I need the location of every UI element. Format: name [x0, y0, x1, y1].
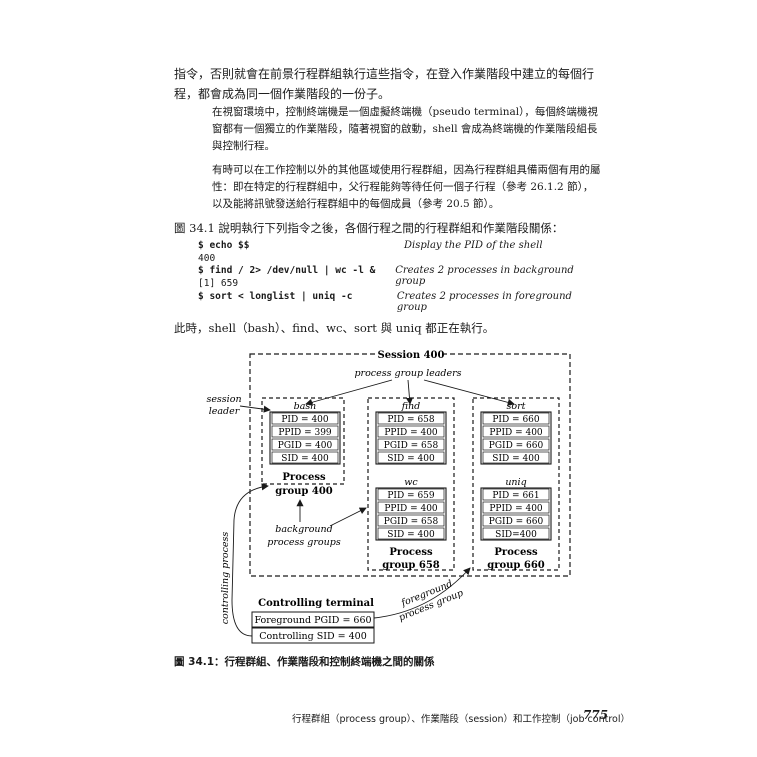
code-line: $ echo $$ Display the PID of the shell	[198, 240, 598, 253]
code-line: 400	[198, 253, 598, 266]
process-field-box	[377, 514, 445, 527]
group-658-label-2: group 658	[382, 560, 440, 571]
note-process-group-uses: 有時可以在工作控制以外的其他區域使用行程群組，因為行程群組具備兩個有用的屬性：即…	[212, 164, 601, 210]
process-field-box	[482, 412, 550, 425]
process-field-box	[482, 527, 550, 540]
process-field: PID = 661	[492, 491, 539, 501]
process-field: SID = 400	[281, 454, 329, 464]
process-name-find: find	[401, 401, 421, 412]
code-command: 400	[198, 252, 216, 264]
code-comment: Display the PID of the shell	[404, 240, 543, 251]
pg-leaders-label: process group leaders	[354, 368, 461, 379]
paragraph-intro: 指令，否則就會在前景行程群組執行這些指令，在登入作業階段中建立的每個行程，都會成…	[174, 67, 595, 101]
process-field-box	[482, 501, 550, 514]
process-box-uniq	[480, 487, 552, 541]
terminal-ctl-sid: Controlling SID = 400	[259, 631, 367, 642]
process-field-box	[377, 425, 445, 438]
process-field-box	[377, 488, 445, 501]
page-footer: 行程群組（process group）、作業階段（session）和工作控制（j…	[292, 714, 630, 725]
process-field: SID = 400	[387, 530, 435, 540]
process-name-wc: wc	[404, 477, 418, 488]
process-name-sort: sort	[507, 401, 526, 412]
process-field: SID = 400	[492, 454, 540, 464]
session-label: Session 400	[378, 350, 445, 361]
process-field: PPID = 399	[278, 428, 332, 438]
process-box-bash	[269, 411, 341, 465]
code-line: $ find / 2> /dev/null | wc -l & Creates 2…	[198, 265, 598, 288]
note-pseudo-terminal: 在視窗環境中，控制終端機是一個虛擬終端機（pseudo terminal），每個…	[212, 106, 598, 152]
process-field: PID = 400	[281, 415, 329, 425]
terminal-fg-pgid-box	[251, 611, 375, 628]
process-field: PID = 658	[387, 415, 435, 425]
process-field-box	[377, 451, 445, 464]
process-field-box	[377, 527, 445, 540]
group-658-label-1: Process	[389, 547, 433, 558]
process-field: PPID = 400	[489, 428, 543, 438]
process-field-box	[482, 514, 550, 527]
process-field: PGID = 658	[384, 517, 439, 527]
code-command: $ echo $$	[198, 240, 250, 251]
process-box-wc	[375, 487, 447, 541]
paragraph-figure-ref: 圖 34.1 說明執行下列指令之後，各個行程之間的行程群組和作業階段關係：	[174, 221, 564, 235]
process-field-box	[377, 412, 445, 425]
code-comment: Creates 2 processes in foreground group	[396, 290, 572, 313]
process-field-box	[482, 425, 550, 438]
bg-groups-label-1: background	[275, 524, 332, 535]
process-field: PPID = 400	[384, 428, 438, 438]
process-field-box	[482, 438, 550, 451]
group-660-label-2: group 660	[487, 560, 545, 571]
session-leader-label-1: session	[206, 394, 241, 405]
group-400-label-2: group 400	[275, 486, 333, 497]
paragraph-running: 此時，shell（bash）、find、wc、sort 與 uniq 都正在執行…	[174, 321, 495, 335]
process-field: SID=400	[495, 530, 537, 540]
session-leader-label-2: leader	[209, 406, 241, 417]
process-field-box	[271, 438, 339, 451]
code-command: $ sort < longlist | uniq -c	[198, 290, 353, 302]
page-number: 775	[583, 708, 609, 722]
code-line: $ sort < longlist | uniq -c Creates 2 pro…	[198, 290, 598, 313]
process-field-box	[482, 451, 550, 464]
group-400-label-1: Process	[282, 472, 326, 483]
controlling-process-label: controlling process	[220, 532, 231, 625]
process-group-660-box	[472, 397, 560, 571]
process-field: PGID = 400	[278, 441, 333, 451]
code-listing: $ echo $$ Display the PID of the shell 400…	[198, 240, 598, 313]
process-field: PGID = 658	[384, 441, 439, 451]
terminal-fg-pgid: Foreground PGID = 660	[254, 615, 371, 626]
bg-groups-label-2: process groups	[267, 537, 341, 548]
process-field: PGID = 660	[489, 441, 544, 451]
process-field: PPID = 400	[384, 504, 438, 514]
process-field-box	[377, 438, 445, 451]
process-field: SID = 400	[387, 454, 435, 464]
process-field: PID = 660	[492, 415, 540, 425]
process-field-box	[482, 488, 550, 501]
process-field: PID = 659	[387, 491, 435, 501]
code-command: $ find / 2> /dev/null | wc -l &	[198, 265, 376, 277]
code-command: [1] 659	[198, 278, 239, 290]
process-box-sort	[480, 411, 552, 465]
terminal-title: Controlling terminal	[258, 598, 374, 609]
process-field-box	[271, 425, 339, 438]
process-name-uniq: uniq	[505, 477, 526, 488]
process-field: PGID = 660	[489, 517, 544, 527]
process-field-box	[377, 501, 445, 514]
terminal-ctl-sid-box	[251, 627, 375, 644]
code-line: [1] 659	[198, 278, 598, 291]
process-field-box	[271, 451, 339, 464]
figure-caption: 圖 34.1：行程群組、作業階段和控制終端機之間的關係	[174, 656, 435, 668]
process-field-box	[271, 412, 339, 425]
code-comment: Creates 2 processes in background group	[395, 265, 574, 288]
process-field: PPID = 400	[489, 504, 543, 514]
process-name-bash: bash	[294, 401, 317, 412]
process-box-find	[375, 411, 447, 465]
group-660-label-1: Process	[494, 547, 538, 558]
